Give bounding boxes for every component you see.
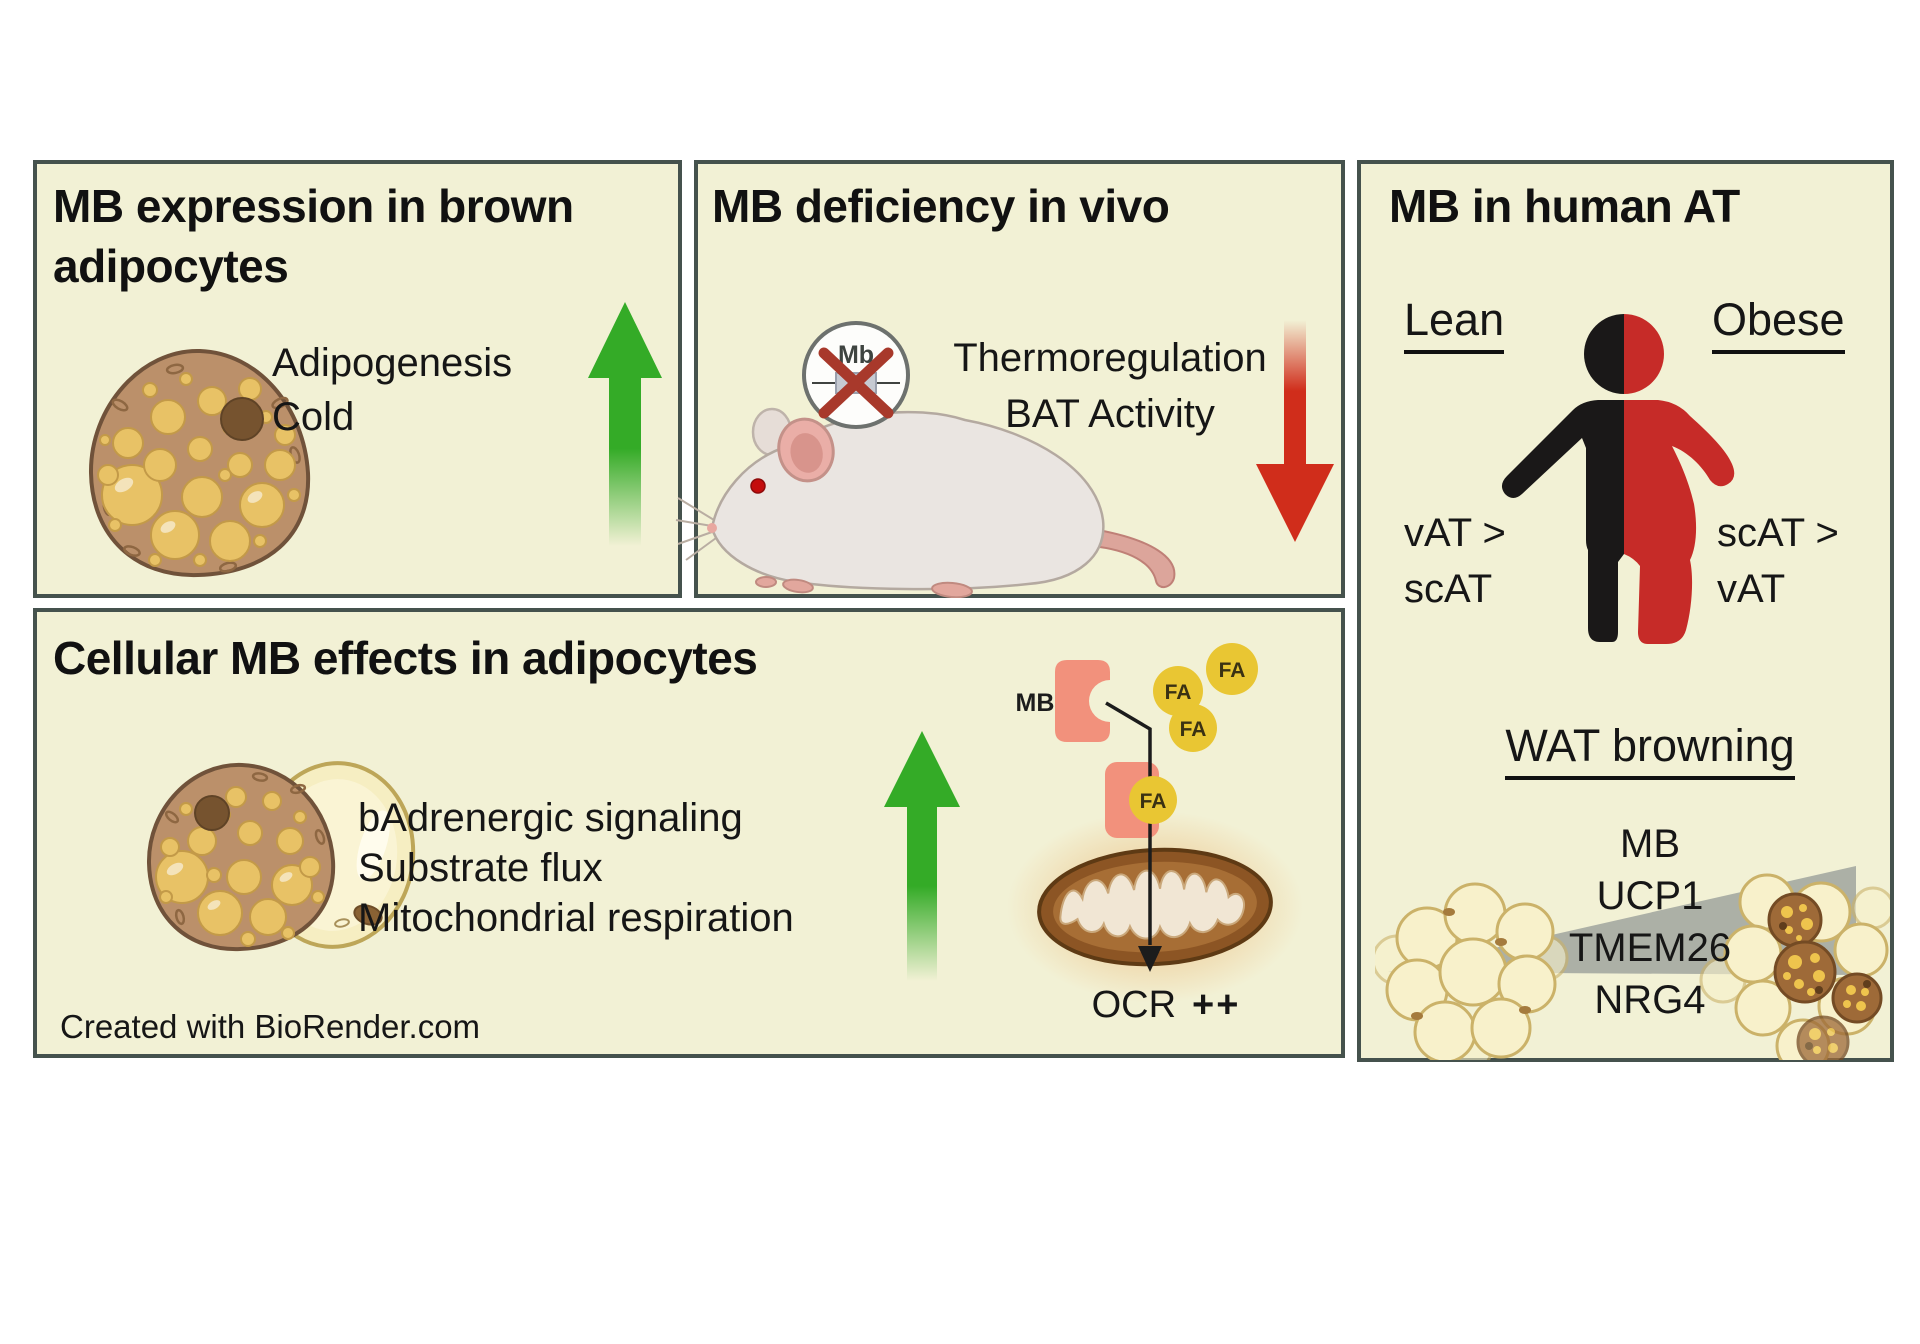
- brown-white-adipocyte-icon: [146, 761, 416, 952]
- browning-gene-list: MB UCP1 TMEM26 NRG4: [1480, 818, 1820, 1026]
- gene-ucp1: UCP1: [1596, 874, 1704, 918]
- biorender-credit: Created with BioRender.com: [60, 1008, 481, 1045]
- fa-molecule-icon: FA: [1169, 704, 1217, 752]
- expression-effects-text: Adipogenesis Cold: [272, 336, 512, 444]
- svg-text:FA: FA: [1165, 681, 1192, 704]
- mitochondrion-icon: [1037, 847, 1273, 967]
- cellular-line-badrenergic: bAdrenergic signaling: [358, 796, 743, 840]
- expression-line-adipogenesis: Adipogenesis: [272, 341, 513, 385]
- cellular-effects-text: bAdrenergic signaling Substrate flux Mit…: [358, 793, 794, 943]
- panel-title-cellular: Cellular MB effects in adipocytes: [53, 632, 758, 684]
- lean-obese-human-icon: [1501, 314, 1735, 644]
- mb-knockout-icon: Mb: [802, 321, 910, 429]
- green-up-arrow-icon: [588, 302, 662, 546]
- ocr-plus-plus: ++: [1192, 984, 1241, 1026]
- gene-mb: MB: [1620, 822, 1680, 866]
- panel-title-deficiency: MB deficiency in vivo: [712, 180, 1170, 232]
- fa-molecule-icon: FA: [1206, 643, 1258, 695]
- pathway-arrowhead: [1138, 946, 1162, 972]
- deficiency-effects-text: Thermoregulation BAT Activity: [945, 330, 1275, 442]
- fa-molecule-icon: FA: [1153, 666, 1203, 716]
- obese-label: Obese: [1712, 294, 1845, 354]
- cellular-line-substrate: Substrate flux: [358, 846, 603, 890]
- pathway-arrow-line: [1105, 701, 1152, 945]
- obese-at-note: scAT > vAT: [1717, 511, 1839, 611]
- ocr-result: OCR ++: [1066, 984, 1266, 1027]
- green-up-arrow-icon: [884, 731, 960, 981]
- wat-browning-cells-icon: [1375, 866, 1890, 1060]
- mb-fa-pathway-icon: FA FA FA FA MB: [1007, 643, 1303, 1003]
- brown-adipocyte-icon: [88, 348, 311, 578]
- knockout-mouse-icon: [675, 407, 1176, 598]
- lean-label: Lean: [1404, 294, 1505, 354]
- svg-text:FA: FA: [1219, 659, 1246, 682]
- deficiency-line-thermoregulation: Thermoregulation: [953, 336, 1267, 380]
- wat-browning-heading: WAT browning: [1480, 720, 1820, 780]
- red-down-arrow-icon: [1256, 320, 1334, 542]
- cellular-line-mitochondrial: Mitochondrial respiration: [358, 896, 794, 940]
- mb-protein-label: MB: [1016, 689, 1055, 717]
- expression-line-cold: Cold: [272, 395, 355, 439]
- mb-protein-icon: [1055, 660, 1110, 742]
- panel-title-human-at: MB in human AT: [1389, 180, 1740, 232]
- gene-tmem26: TMEM26: [1568, 926, 1732, 970]
- lean-at-note: vAT > scAT: [1404, 511, 1506, 611]
- deficiency-line-bat-activity: BAT Activity: [1005, 392, 1215, 436]
- panel-title-expression: MB expression in brown adipocytes: [53, 180, 574, 292]
- svg-text:FA: FA: [1180, 718, 1207, 741]
- gene-nrg4: NRG4: [1594, 978, 1706, 1022]
- svg-text:FA: FA: [1140, 790, 1167, 813]
- ocr-label: OCR: [1091, 984, 1177, 1026]
- fa-molecule-icon: FA: [1129, 776, 1177, 824]
